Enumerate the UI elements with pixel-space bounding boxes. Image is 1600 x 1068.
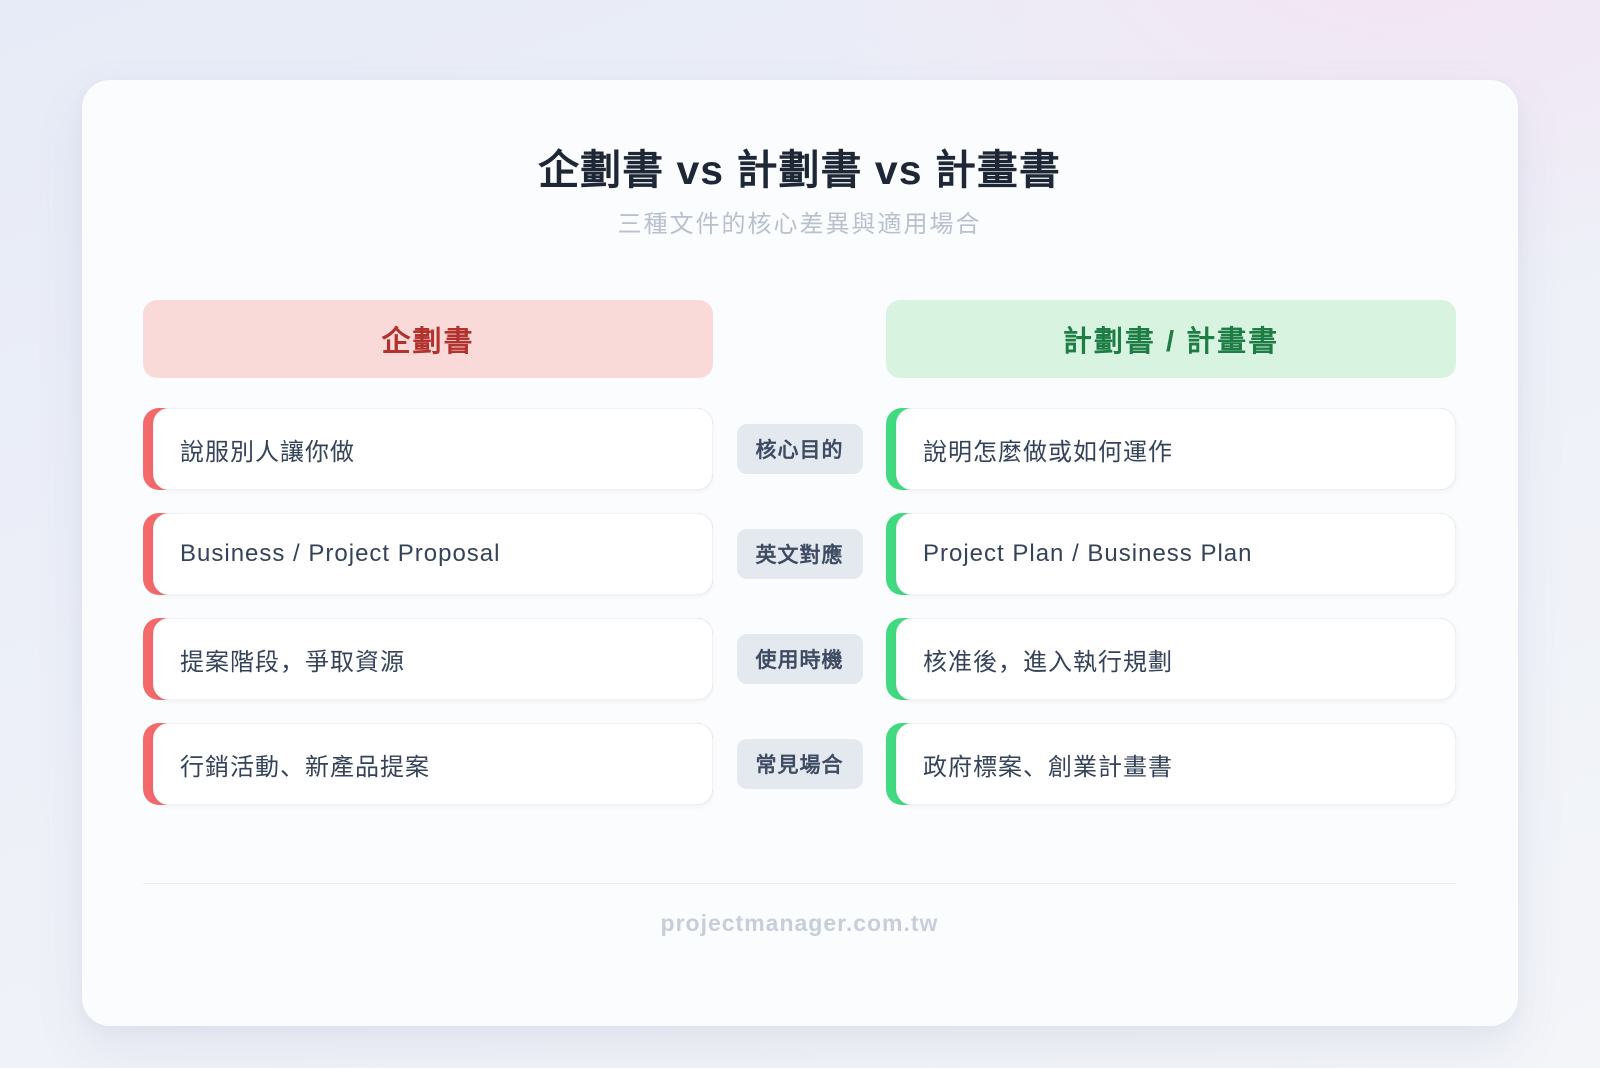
row-category-label: 英文對應 xyxy=(736,529,863,579)
page-subtitle: 三種文件的核心差異與適用場合 xyxy=(617,211,982,238)
left-item-text: 說服別人讓你做 xyxy=(153,408,713,490)
right-item-card: 說明怎麼做或如何運作 xyxy=(886,408,1456,490)
left-column-header: 企劃書 xyxy=(143,300,713,378)
comparison-row: 行銷活動、新產品提案 常見場合 政府標案、創業計畫書 xyxy=(143,723,1456,805)
row-category-label: 核心目的 xyxy=(736,424,863,474)
right-item-text: Project Plan / Business Plan xyxy=(896,513,1456,595)
right-item-card: 政府標案、創業計畫書 xyxy=(886,723,1456,805)
row-category-label: 使用時機 xyxy=(736,634,863,684)
row-category-cell: 核心目的 xyxy=(713,408,886,490)
right-item-card: Project Plan / Business Plan xyxy=(886,513,1456,595)
right-item-text: 政府標案、創業計畫書 xyxy=(896,723,1456,805)
left-item-text: 行銷活動、新產品提案 xyxy=(153,723,713,805)
footer-brand: projectmanager.com.tw xyxy=(660,910,939,936)
left-item-card: 說服別人讓你做 xyxy=(143,408,713,490)
row-category-cell: 英文對應 xyxy=(713,513,886,595)
comparison-card: 企劃書 vs 計劃書 vs 計畫書 三種文件的核心差異與適用場合 企劃書 計劃書… xyxy=(82,80,1518,1026)
row-category-label: 常見場合 xyxy=(736,739,863,789)
comparison-row: 說服別人讓你做 核心目的 說明怎麼做或如何運作 xyxy=(143,408,1456,490)
footer-divider xyxy=(143,883,1456,884)
right-item-text: 說明怎麼做或如何運作 xyxy=(896,408,1456,490)
left-item-card: 提案階段，爭取資源 xyxy=(143,618,713,700)
left-item-text: Business / Project Proposal xyxy=(153,513,713,595)
right-item-text: 核准後，進入執行規劃 xyxy=(896,618,1456,700)
comparison-row: Business / Project Proposal 英文對應 Project… xyxy=(143,513,1456,595)
comparison-row: 提案階段，爭取資源 使用時機 核准後，進入執行規劃 xyxy=(143,618,1456,700)
left-item-card: 行銷活動、新產品提案 xyxy=(143,723,713,805)
right-item-card: 核准後，進入執行規劃 xyxy=(886,618,1456,700)
row-category-cell: 常見場合 xyxy=(713,723,886,805)
header-spacer xyxy=(713,300,886,378)
column-headers: 企劃書 計劃書 / 計畫書 xyxy=(143,300,1456,378)
page-title: 企劃書 vs 計劃書 vs 計畫書 xyxy=(538,147,1061,193)
right-column-header: 計劃書 / 計畫書 xyxy=(886,300,1456,378)
left-item-text: 提案階段，爭取資源 xyxy=(153,618,713,700)
left-item-card: Business / Project Proposal xyxy=(143,513,713,595)
row-category-cell: 使用時機 xyxy=(713,618,886,700)
